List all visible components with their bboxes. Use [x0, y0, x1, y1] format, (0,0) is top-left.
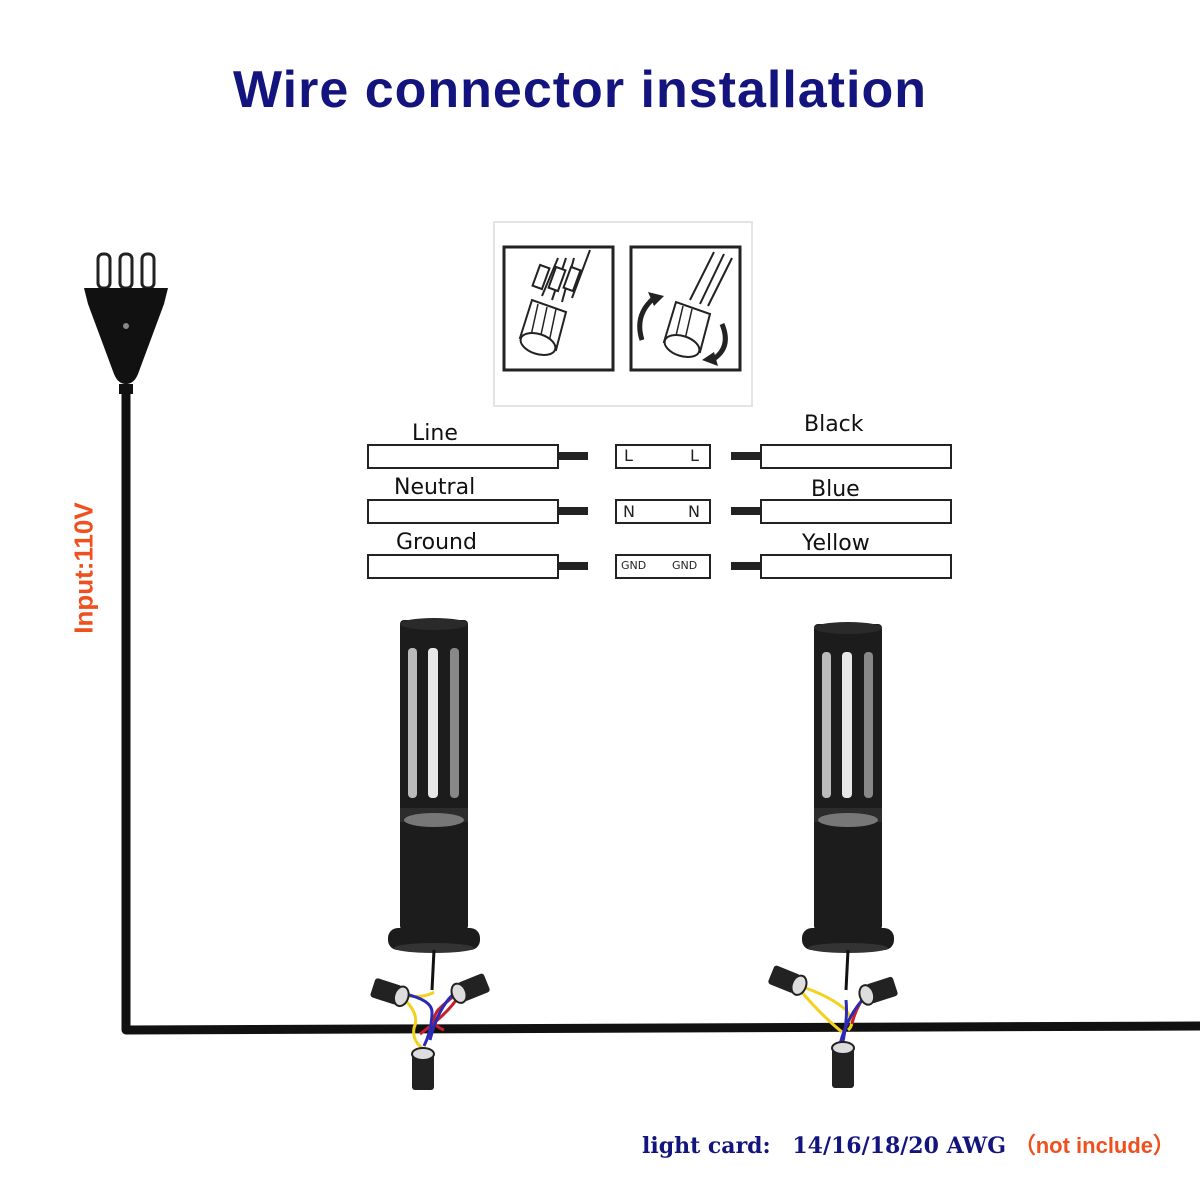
bollard-light-icon — [388, 618, 480, 991]
ground-label: Ground — [396, 530, 477, 555]
wire-connector-cap-icon — [518, 298, 568, 357]
wire-connector-cap-icon — [662, 300, 712, 359]
wire-connector-icon — [370, 973, 490, 1090]
terminal-l-left: L — [624, 446, 633, 465]
twisted-wire-icon — [689, 251, 733, 307]
wire-mapping — [367, 444, 952, 579]
black-label: Black — [804, 412, 864, 437]
yellow-label: Yellow — [802, 531, 870, 556]
wire-strands-icon — [531, 249, 591, 303]
diagram-title: Wire connector installation — [233, 61, 927, 119]
terminal-gnd-right: GND — [672, 559, 698, 572]
terminal-gnd-left: GND — [621, 559, 647, 572]
wire-connector-icon — [768, 965, 898, 1088]
bollard-light-1 — [370, 618, 490, 1090]
rotate-arrows-icon — [637, 292, 728, 366]
neutral-row — [367, 499, 952, 524]
terminal-n-left: N — [623, 502, 635, 521]
wire-gauge-label: light card: — [642, 1133, 771, 1159]
neutral-label: Neutral — [394, 475, 476, 500]
blue-label: Blue — [811, 477, 860, 502]
step-2-panel — [629, 245, 742, 372]
ground-row — [367, 554, 952, 579]
bollard-light-2 — [768, 622, 898, 1088]
main-cable — [121, 392, 1200, 1035]
bollard-light-icon — [802, 622, 894, 991]
line-label: Line — [412, 421, 458, 446]
wire-gauge-value: 14/16/18/20 AWG — [792, 1133, 1007, 1159]
terminal-l-right: L — [690, 446, 699, 465]
terminal-n-right: N — [688, 502, 700, 521]
line-row — [367, 444, 952, 469]
instruction-panel — [493, 221, 753, 407]
step-1-panel — [502, 245, 615, 372]
plug-icon — [84, 252, 168, 394]
not-included-note: （not include） — [1013, 1133, 1176, 1158]
wire-gauge-note: light card: 14/16/18/20 AWG （not include… — [642, 1128, 1175, 1160]
